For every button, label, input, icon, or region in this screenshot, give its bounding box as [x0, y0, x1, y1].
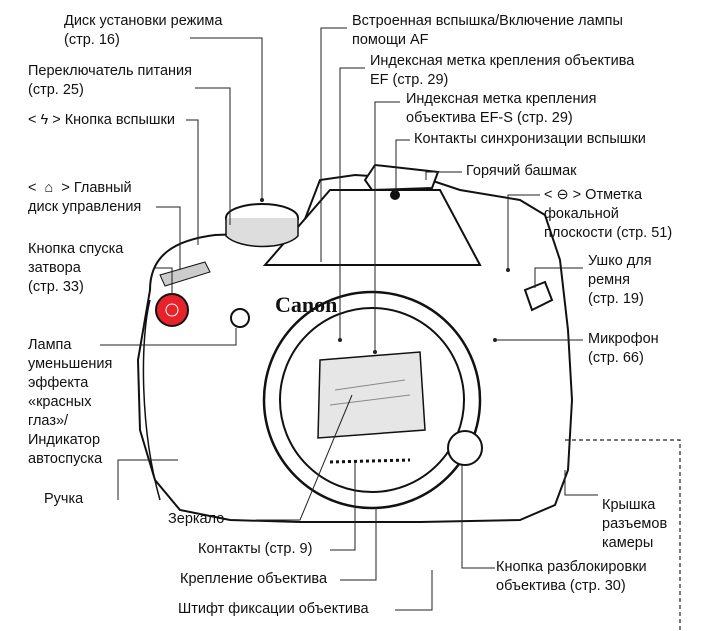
label-flash-button: < ϟ > Кнопка вспышки	[28, 112, 175, 128]
mirror-shape	[317, 351, 426, 439]
hot-shoe-shape	[363, 163, 440, 192]
label-lens-release-button: Кнопка разблокировки объектива (стр. 30)	[496, 559, 647, 594]
label-builtin-flash: Встроенная вспышка/Включение лампы помощ…	[352, 13, 623, 48]
brand-logo: Canon	[275, 292, 337, 317]
shutter-button-shape	[155, 293, 189, 327]
label-strap-mount: Ушко для ремня (стр. 19)	[588, 253, 652, 307]
label-lens-lock-pin: Штифт фиксации объектива	[178, 601, 369, 617]
label-red-eye-lamp: Лампа уменьшения эффекта «красных глаз»/…	[28, 337, 113, 467]
label-grip: Ручка	[44, 491, 84, 507]
label-ef-mount-index: Индексная метка крепления объектива EF (…	[370, 53, 635, 88]
label-main-dial: < ⌂ > Главный диск управления	[28, 180, 142, 215]
label-contacts: Контакты (стр. 9)	[198, 541, 313, 557]
pentaprism	[262, 189, 482, 266]
label-power-switch: Переключатель питания (стр. 25)	[28, 63, 192, 98]
label-lens-mount: Крепление объектива	[180, 571, 328, 587]
label-shutter-button: Кнопка спуска затвора (стр. 33)	[28, 241, 124, 295]
label-microphone: Микрофон (стр. 66)	[588, 331, 659, 366]
red-eye-lamp-shape	[230, 308, 250, 328]
label-mode-dial: Диск установки режима (стр. 16)	[64, 13, 223, 48]
label-mirror: Зеркало	[168, 511, 225, 527]
label-terminal-cover: Крышка разъемов камеры	[602, 497, 668, 551]
label-focal-plane-mark: < ⊖ > Отметка фокальной плоскости (стр. …	[544, 187, 673, 241]
lens-release-shape	[447, 430, 483, 466]
label-efs-mount-index: Индексная метка крепления объектива EF-S…	[406, 91, 597, 126]
label-hot-shoe: Горячий башмак	[466, 163, 577, 179]
label-flash-sync-contacts: Контакты синхронизации вспышки	[414, 131, 646, 147]
flash-sync-contact-shape	[390, 190, 400, 200]
